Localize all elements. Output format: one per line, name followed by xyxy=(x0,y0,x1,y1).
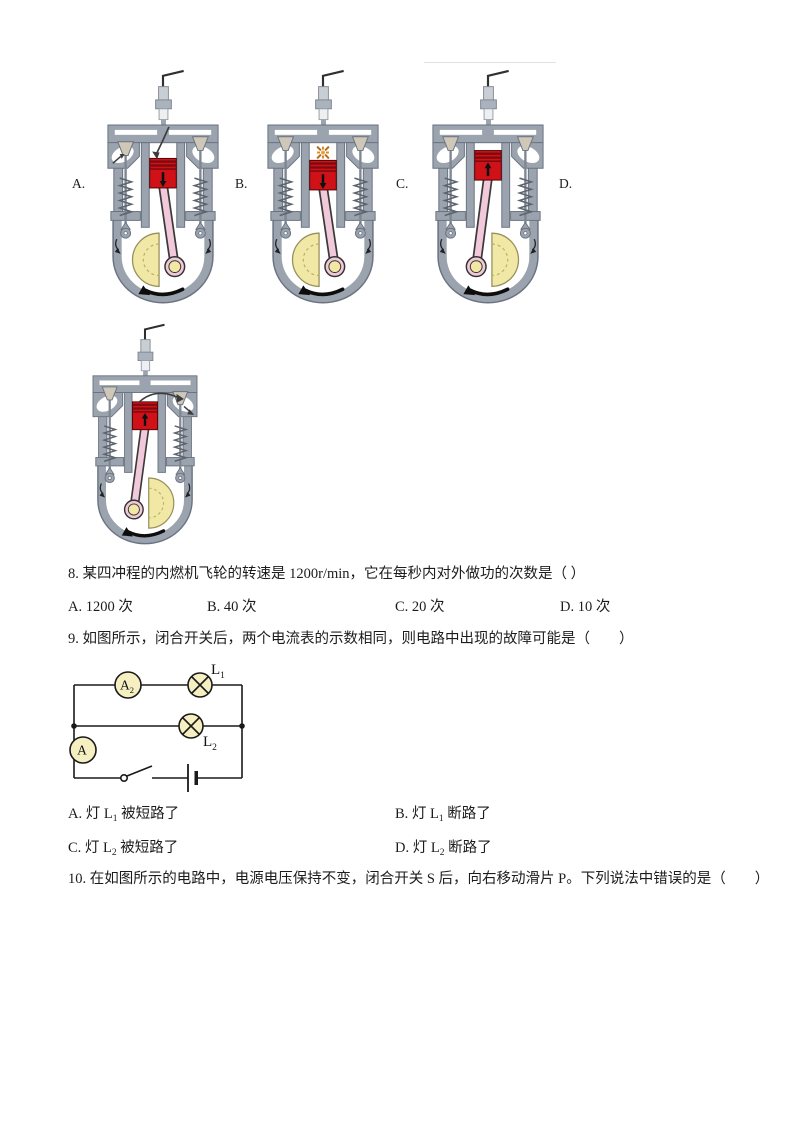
switch xyxy=(119,765,153,783)
spark-plug-icon xyxy=(480,69,509,128)
connecting-rod xyxy=(472,173,492,270)
ammeter-a2: A2 xyxy=(114,671,142,699)
flywheel xyxy=(131,232,160,287)
rotation-arrow-icon xyxy=(468,287,510,297)
valve-left xyxy=(277,136,295,239)
question-10-text: 10. 在如图所示的电路中，电源电压保持不变，闭合开关 S 后，向右移动滑片 P… xyxy=(68,871,770,887)
flywheel xyxy=(491,232,520,287)
connecting-rod xyxy=(159,181,179,270)
lamp-l2 xyxy=(178,713,204,739)
cylinder-head xyxy=(92,375,198,393)
q9-option-b: B. 灯 L1 断路了 xyxy=(395,806,491,824)
connecting-rod xyxy=(130,423,149,513)
valve-right xyxy=(351,136,369,239)
rotation-arrow-icon xyxy=(143,287,185,297)
engine-diagram-c xyxy=(419,64,557,305)
question-8-text: 8. 某四冲程的内燃机飞轮的转速是 1200r/min，它在每秒内对外做功的次数… xyxy=(68,566,586,582)
rotation-arrow-icon xyxy=(303,287,345,297)
valve-left xyxy=(442,136,460,239)
ignition-spark-icon xyxy=(316,145,330,160)
engine-option-label-d: D. xyxy=(559,176,573,191)
question-9-text: 9. 如图所示，闭合开关后，两个电流表的示数相同，则电路中出现的故障可能是（ ） xyxy=(68,631,634,647)
engine-compression-stroke xyxy=(432,69,544,304)
valve-right xyxy=(516,136,534,239)
q9-option-c: C. 灯 L2 被短路了 xyxy=(68,840,179,858)
scan-edge-line xyxy=(424,62,556,63)
q8-option-b: B. 40 次 xyxy=(207,599,257,615)
rotation-arrow-icon xyxy=(126,529,166,538)
exhaust-flow-arrow-icon xyxy=(138,392,180,403)
lamp-l1-label: L1 xyxy=(211,662,225,681)
q8-option-c: C. 20 次 xyxy=(395,599,445,615)
cylinder-head xyxy=(432,124,544,144)
engine-option-label-c: C. xyxy=(396,176,409,191)
engine-option-label-a: A. xyxy=(72,176,86,191)
svg-text:A: A xyxy=(77,743,87,758)
q8-option-a: A. 1200 次 xyxy=(68,599,133,615)
valve-left xyxy=(117,141,135,239)
lamp-l2-label: L2 xyxy=(203,734,217,753)
spark-plug-icon xyxy=(315,69,344,128)
engine-option-label-b: B. xyxy=(235,176,248,191)
flywheel xyxy=(291,232,320,287)
engine-diagram-a xyxy=(94,64,232,305)
engine-diagram-d xyxy=(80,318,210,546)
spark-plug-icon xyxy=(155,69,184,128)
ammeter-a: A xyxy=(69,736,97,764)
cylinder-head xyxy=(107,124,219,144)
engine-diagram-b xyxy=(254,64,392,305)
connecting-rod xyxy=(319,183,339,270)
valve-right xyxy=(191,136,209,239)
intake-flow-arrow-icon xyxy=(155,126,170,155)
lamp-l1 xyxy=(187,672,213,698)
piston xyxy=(309,159,337,191)
valve-left xyxy=(101,386,118,484)
q9-option-d: D. 灯 L2 断路了 xyxy=(395,840,492,858)
q8-option-d: D. 10 次 xyxy=(560,599,611,615)
flywheel xyxy=(148,477,175,529)
spark-plug-icon xyxy=(137,323,165,379)
battery xyxy=(187,764,198,792)
engine-intake-stroke xyxy=(107,69,219,304)
engine-power-stroke xyxy=(267,69,379,304)
cylinder-head xyxy=(267,124,379,144)
q9-option-a: A. 灯 L1 被短路了 xyxy=(68,806,180,824)
engine-exhaust-stroke xyxy=(92,323,198,545)
